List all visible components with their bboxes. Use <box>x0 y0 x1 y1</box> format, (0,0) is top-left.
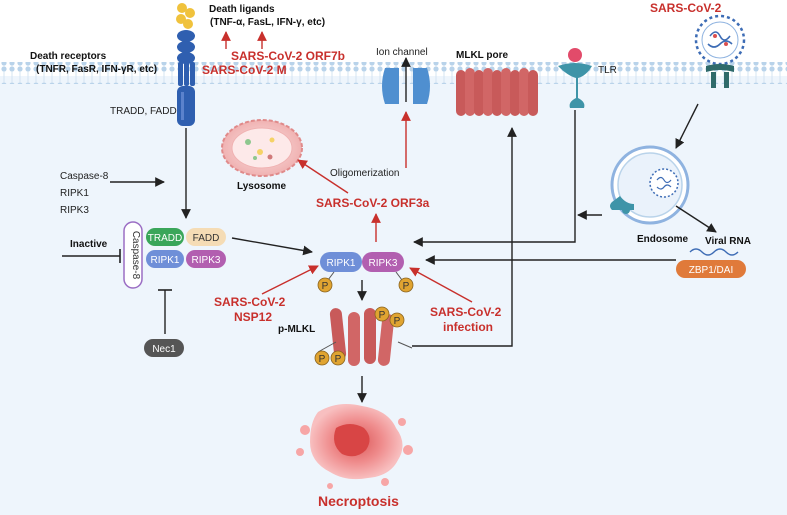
nsp12-arrow <box>261 265 319 295</box>
ripk1-free-label: RIPK1 <box>60 188 89 199</box>
inactive-label: Inactive <box>70 239 108 250</box>
mlkl-pore-label: MLKL pore <box>456 50 508 61</box>
zbp1-pill <box>676 260 746 278</box>
virus-particle <box>694 14 746 88</box>
endosome-organelle <box>610 145 690 225</box>
phospho-link-2 <box>395 271 403 281</box>
ion-channel <box>382 68 430 104</box>
phospho-mlkl-2-label: P <box>335 354 342 365</box>
ripk3-pill-complex <box>186 250 226 268</box>
viral-rna-label: Viral RNA <box>705 236 751 247</box>
ripk3-label-complex: RIPK3 <box>192 255 221 266</box>
infection-line1: SARS-CoV-2 <box>430 305 502 319</box>
phospho-ripk1-label: P <box>322 281 329 292</box>
phospho-mlkl-2 <box>330 350 346 366</box>
fadd-label: FADD <box>193 233 220 244</box>
caspase8-vertical-label: Caspase-8 <box>130 231 141 280</box>
sars-cov-2-label: SARS-CoV-2 <box>650 1 722 15</box>
tradd-label: TRADD <box>148 233 182 244</box>
orf7b-label: SARS-CoV-2 ORF7b <box>231 49 345 63</box>
phospho-mlkl-4 <box>389 312 405 328</box>
death-ligands-title: Death ligands <box>209 4 275 15</box>
phospho-ripk3-label: P <box>403 281 410 292</box>
nsp12-line1: SARS-CoV-2 <box>214 295 286 309</box>
caspase8-free-label: Caspase-8 <box>60 171 109 182</box>
necroptotic-cell <box>296 404 413 489</box>
fadd-pill <box>186 228 226 246</box>
endosome-label: Endosome <box>637 234 689 245</box>
ripk3-pill-necrosome <box>362 252 404 272</box>
phospho-ripk1 <box>317 277 333 293</box>
complex-to-necrosome-arrow <box>231 237 313 256</box>
phospho-mlkl-3 <box>374 306 390 322</box>
endosome-to-rna-arrow <box>675 205 717 233</box>
tradd-pill <box>146 228 184 246</box>
necroptosis-label: Necroptosis <box>318 493 399 509</box>
ripk1-pill-necrosome <box>320 252 362 272</box>
virus-to-endosome-arrow <box>675 103 699 149</box>
ripk3-free-label: RIPK3 <box>60 205 89 216</box>
phospho-link-1 <box>327 271 335 281</box>
caspase8-pill <box>123 221 143 289</box>
death-receptors-title: Death receptors <box>30 51 107 62</box>
orf3a-label: SARS-CoV-2 ORF3a <box>316 196 430 210</box>
ripk1-label-necrosome: RIPK1 <box>327 258 356 269</box>
lysosome-label: Lysosome <box>237 181 287 192</box>
phospho-mlkl-1-label: P <box>319 354 326 365</box>
mlkl-pore <box>456 68 538 116</box>
pmlkl-oligomer <box>317 308 413 366</box>
death-receptors-list: (TNFR, FasR, IFN-γR, etc) <box>36 64 157 75</box>
oligomerization-label: Oligomerization <box>330 168 399 179</box>
nsp12-line2: NSP12 <box>234 310 272 324</box>
infection-arrow <box>409 267 473 303</box>
ripk1-pill-complex <box>146 250 184 268</box>
phospho-mlkl-1 <box>314 350 330 366</box>
ion-channel-label: Ion channel <box>376 47 428 58</box>
death-receptor <box>176 3 195 126</box>
m-protein-label: SARS-CoV-2 M <box>202 63 287 77</box>
phospho-mlkl-4-label: P <box>394 316 401 327</box>
lysosome-organelle <box>221 119 303 177</box>
zbp1-label: ZBP1/DAI <box>689 265 733 276</box>
orf3a-to-lysosome-arrow <box>297 159 349 194</box>
phospho-ripk3 <box>398 277 414 293</box>
phospho-mlkl-3-label: P <box>379 310 386 321</box>
mlkl-to-pore-path <box>412 127 517 347</box>
infection-line2: infection <box>443 320 493 334</box>
pmlkl-label: p-MLKL <box>278 324 315 335</box>
tradd-fadd-label: TRADD, FADD <box>110 106 177 117</box>
death-ligands-list: (TNF-α, FasL, IFN-γ, etc) <box>210 17 325 28</box>
tlr-label: TLR <box>598 65 617 76</box>
nec1-label: Nec1 <box>152 344 176 355</box>
tlr-to-ripk3-path <box>413 110 576 247</box>
nec1-pill <box>144 339 184 357</box>
ripk3-label-necrosome: RIPK3 <box>369 258 398 269</box>
tlr-receptor <box>558 48 592 108</box>
viral-rna-strand <box>689 248 739 256</box>
ripk1-label-complex: RIPK1 <box>151 255 180 266</box>
